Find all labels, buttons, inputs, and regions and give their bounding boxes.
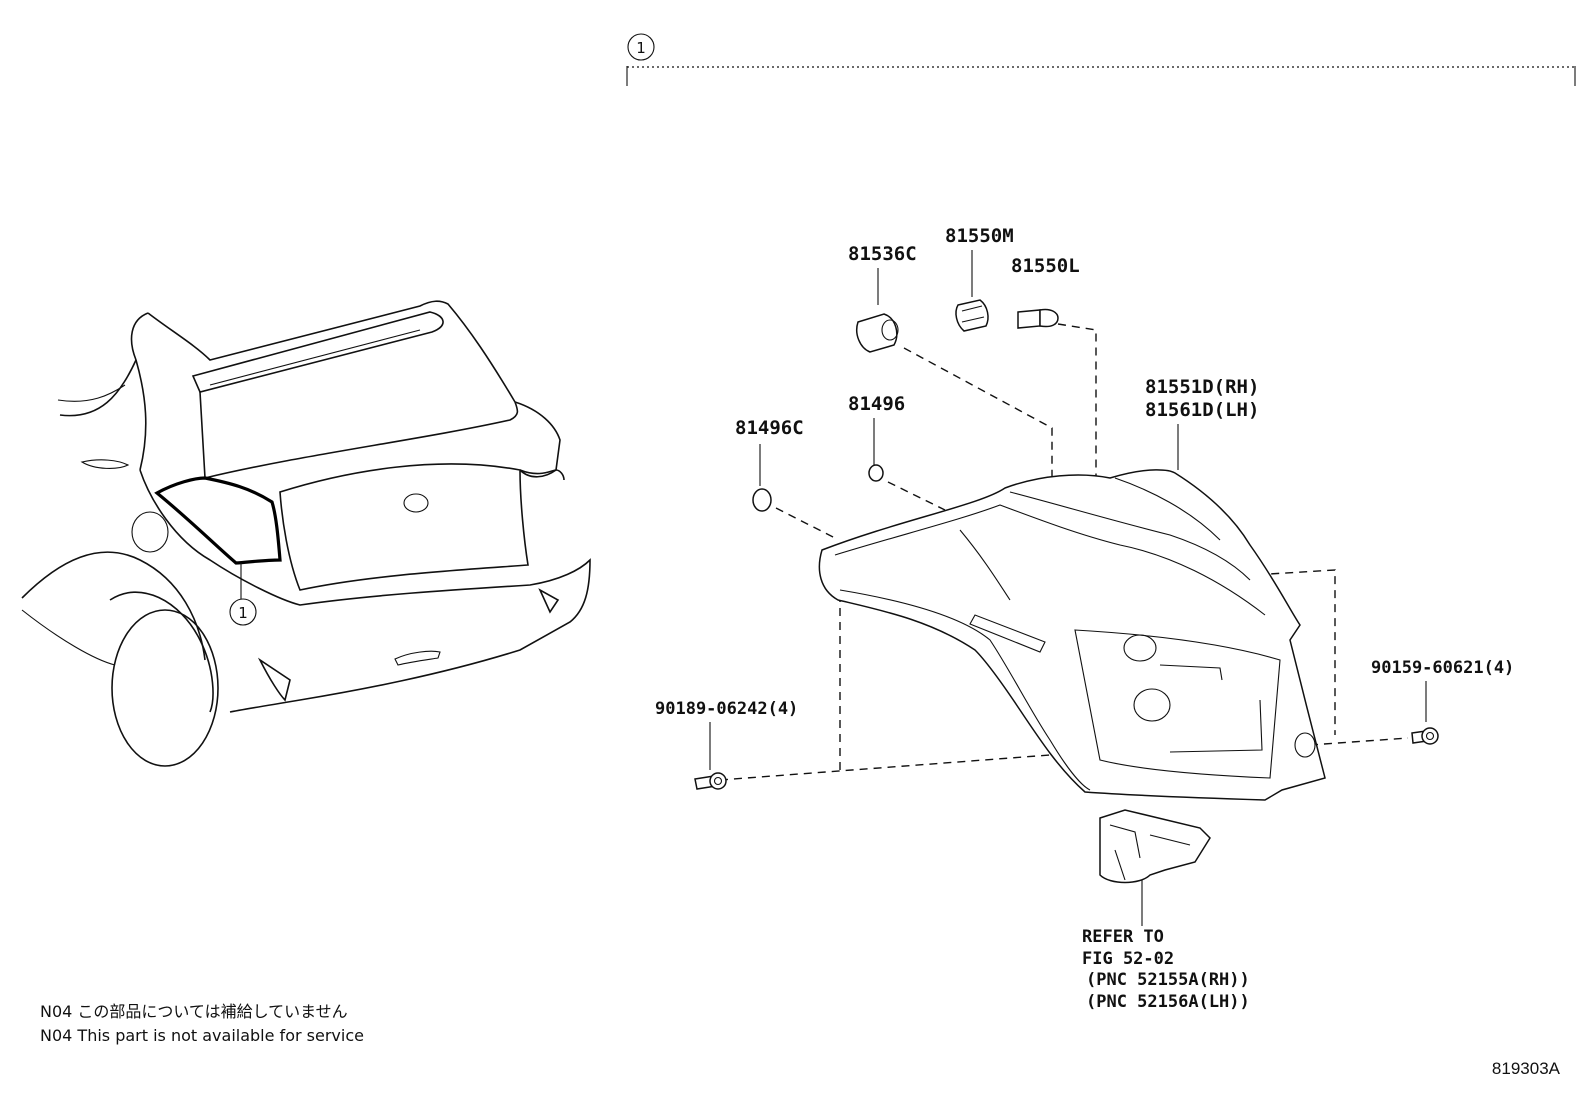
callout-number-top: 1 (636, 39, 646, 57)
label-81551D-rh: 81551D(RH) (1145, 376, 1259, 398)
label-90189: 90189-06242(4) (655, 699, 798, 719)
label-90159: 90159-60621(4) (1371, 658, 1514, 678)
note-english: N04 This part is not available for servi… (40, 1026, 364, 1045)
screw-90159 (1411, 727, 1439, 745)
rear-combination-lamp (818, 469, 1326, 801)
note-japanese: N04 この部品については補給していません (40, 1002, 348, 1021)
callout-number-car: 1 (238, 604, 248, 622)
wedge-bulb-81550L (1017, 308, 1059, 329)
label-81496: 81496 (848, 393, 905, 415)
refer-line-3: (PNC 52155A(RH)) (1086, 970, 1250, 990)
mounting-bracket (1099, 809, 1211, 926)
bulb-socket-81550M (955, 299, 989, 332)
label-81550L: 81550L (1011, 255, 1080, 277)
assembly-bracket: 1 (626, 33, 1576, 86)
figure-code: 819303A (1492, 1059, 1561, 1078)
refer-line-2: FIG 52-02 (1082, 949, 1174, 969)
car-illustration: 1 (21, 300, 591, 767)
socket-81536C (856, 313, 899, 353)
label-81550M: 81550M (945, 225, 1014, 247)
refer-line-4: (PNC 52156A(LH)) (1086, 992, 1250, 1012)
label-81496C: 81496C (735, 417, 804, 439)
refer-line-1: REFER TO (1082, 927, 1164, 947)
label-81561D-lh: 81561D(LH) (1145, 399, 1259, 421)
cap-81496 (868, 464, 884, 482)
label-81536C: 81536C (848, 243, 917, 265)
screw-90189 (694, 772, 727, 790)
grommet-81496C (752, 488, 772, 512)
